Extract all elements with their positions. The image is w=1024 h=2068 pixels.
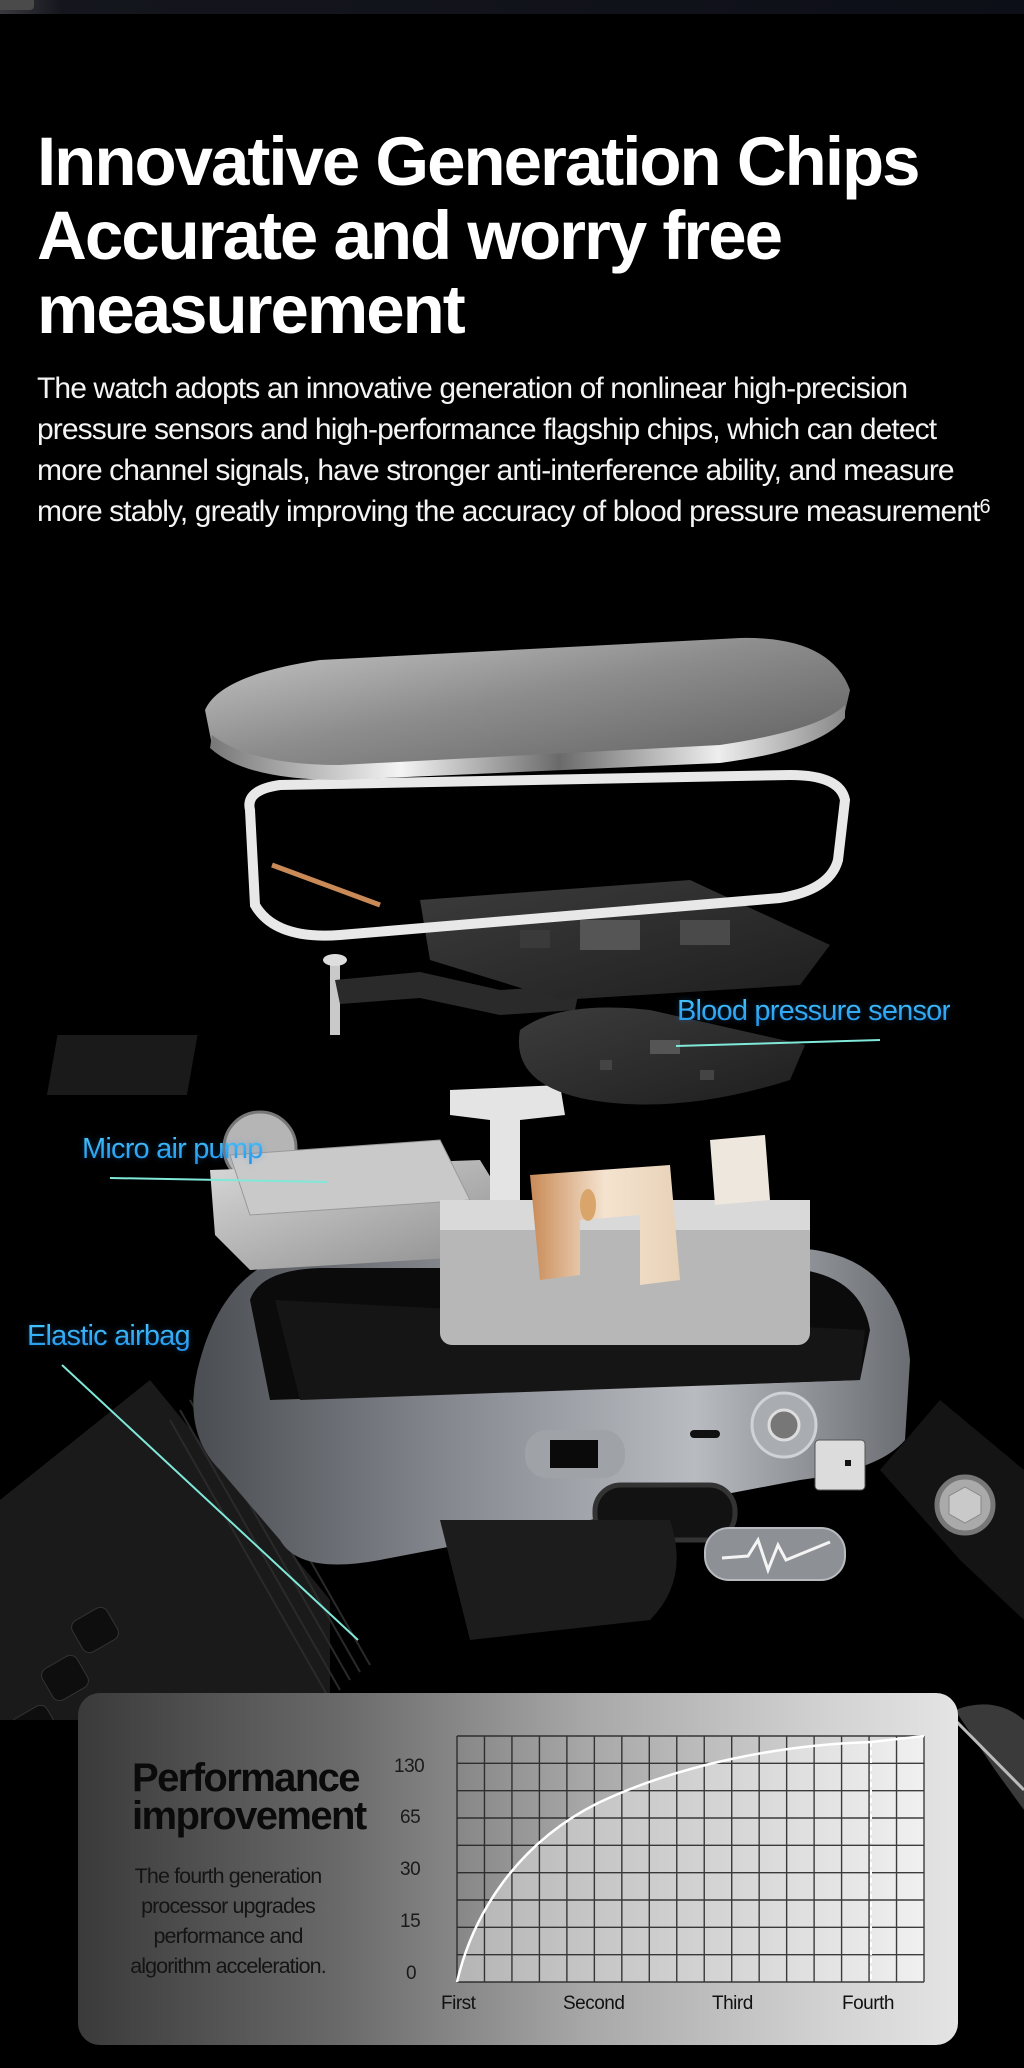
callout-line-micro-pump bbox=[109, 1177, 329, 1183]
strap-fragment-right bbox=[955, 1704, 1024, 1810]
battery-block bbox=[46, 954, 347, 1095]
chart-grid bbox=[456, 1735, 925, 1983]
back-plate bbox=[440, 1520, 677, 1640]
flex-cable bbox=[335, 972, 580, 1015]
top-strip bbox=[0, 0, 1024, 14]
chart-curve bbox=[455, 1734, 925, 1983]
card-body-line-4: algorithm acceleration. bbox=[130, 1954, 327, 1978]
x-tick-first: First bbox=[441, 1993, 476, 2014]
hero-description: The watch adopts an innovative generatio… bbox=[37, 368, 997, 532]
title-line-1: Innovative Generation Chips bbox=[37, 123, 921, 200]
card-title: Performance improvement bbox=[132, 1756, 367, 1838]
chart-area-fill bbox=[457, 1736, 924, 1982]
callout-elastic-airbag: Elastic airbag bbox=[27, 1320, 191, 1352]
title-line-3: measurement bbox=[37, 271, 466, 348]
y-tick-65: 65 bbox=[400, 1807, 421, 1828]
footnote-marker: 6 bbox=[979, 496, 991, 518]
pump-bracket bbox=[440, 1085, 810, 1345]
sensor-pcb bbox=[518, 1007, 805, 1105]
description-text: The watch adopts an innovative generatio… bbox=[37, 372, 980, 528]
card-title-line-2: improvement bbox=[132, 1794, 367, 1838]
card-body-line-3: performance and bbox=[153, 1924, 303, 1948]
crown bbox=[814, 1439, 996, 1536]
main-pcb bbox=[420, 880, 830, 1000]
callout-micro-air-pump: Micro air pump bbox=[82, 1133, 263, 1165]
performance-card: Performance improvement The fourth gener… bbox=[78, 1693, 958, 2045]
callout-line-elastic-airbag bbox=[61, 1364, 359, 1641]
page-title: Innovative Generation Chips Accurate and… bbox=[37, 125, 997, 347]
card-body-line-1: The fourth generation bbox=[134, 1864, 323, 1888]
card-body: The fourth generation processor upgrades… bbox=[118, 1861, 338, 1981]
x-tick-third: Third bbox=[712, 1993, 753, 2014]
x-tick-second: Second bbox=[563, 1993, 625, 2014]
frame-ring bbox=[244, 769, 851, 941]
x-tick-fourth: Fourth bbox=[842, 1993, 894, 2014]
y-tick-30: 30 bbox=[400, 1859, 421, 1880]
card-body-line-2: processor upgrades bbox=[141, 1894, 316, 1918]
y-tick-130: 130 bbox=[394, 1756, 425, 1777]
callout-blood-pressure-sensor: Blood pressure sensor bbox=[677, 995, 951, 1027]
top-corner-fragment bbox=[0, 0, 34, 10]
heart-rate-button bbox=[704, 1527, 846, 1581]
title-line-2: Accurate and worry free bbox=[37, 197, 783, 274]
callout-line-blood-pressure bbox=[675, 1039, 881, 1047]
display-glass bbox=[205, 637, 850, 780]
performance-chart bbox=[455, 1734, 925, 1983]
y-tick-0: 0 bbox=[406, 1963, 417, 1984]
card-title-line-1: Performance bbox=[132, 1756, 361, 1800]
y-tick-15: 15 bbox=[400, 1911, 421, 1932]
exploded-watch-illustration bbox=[0, 637, 1024, 1720]
